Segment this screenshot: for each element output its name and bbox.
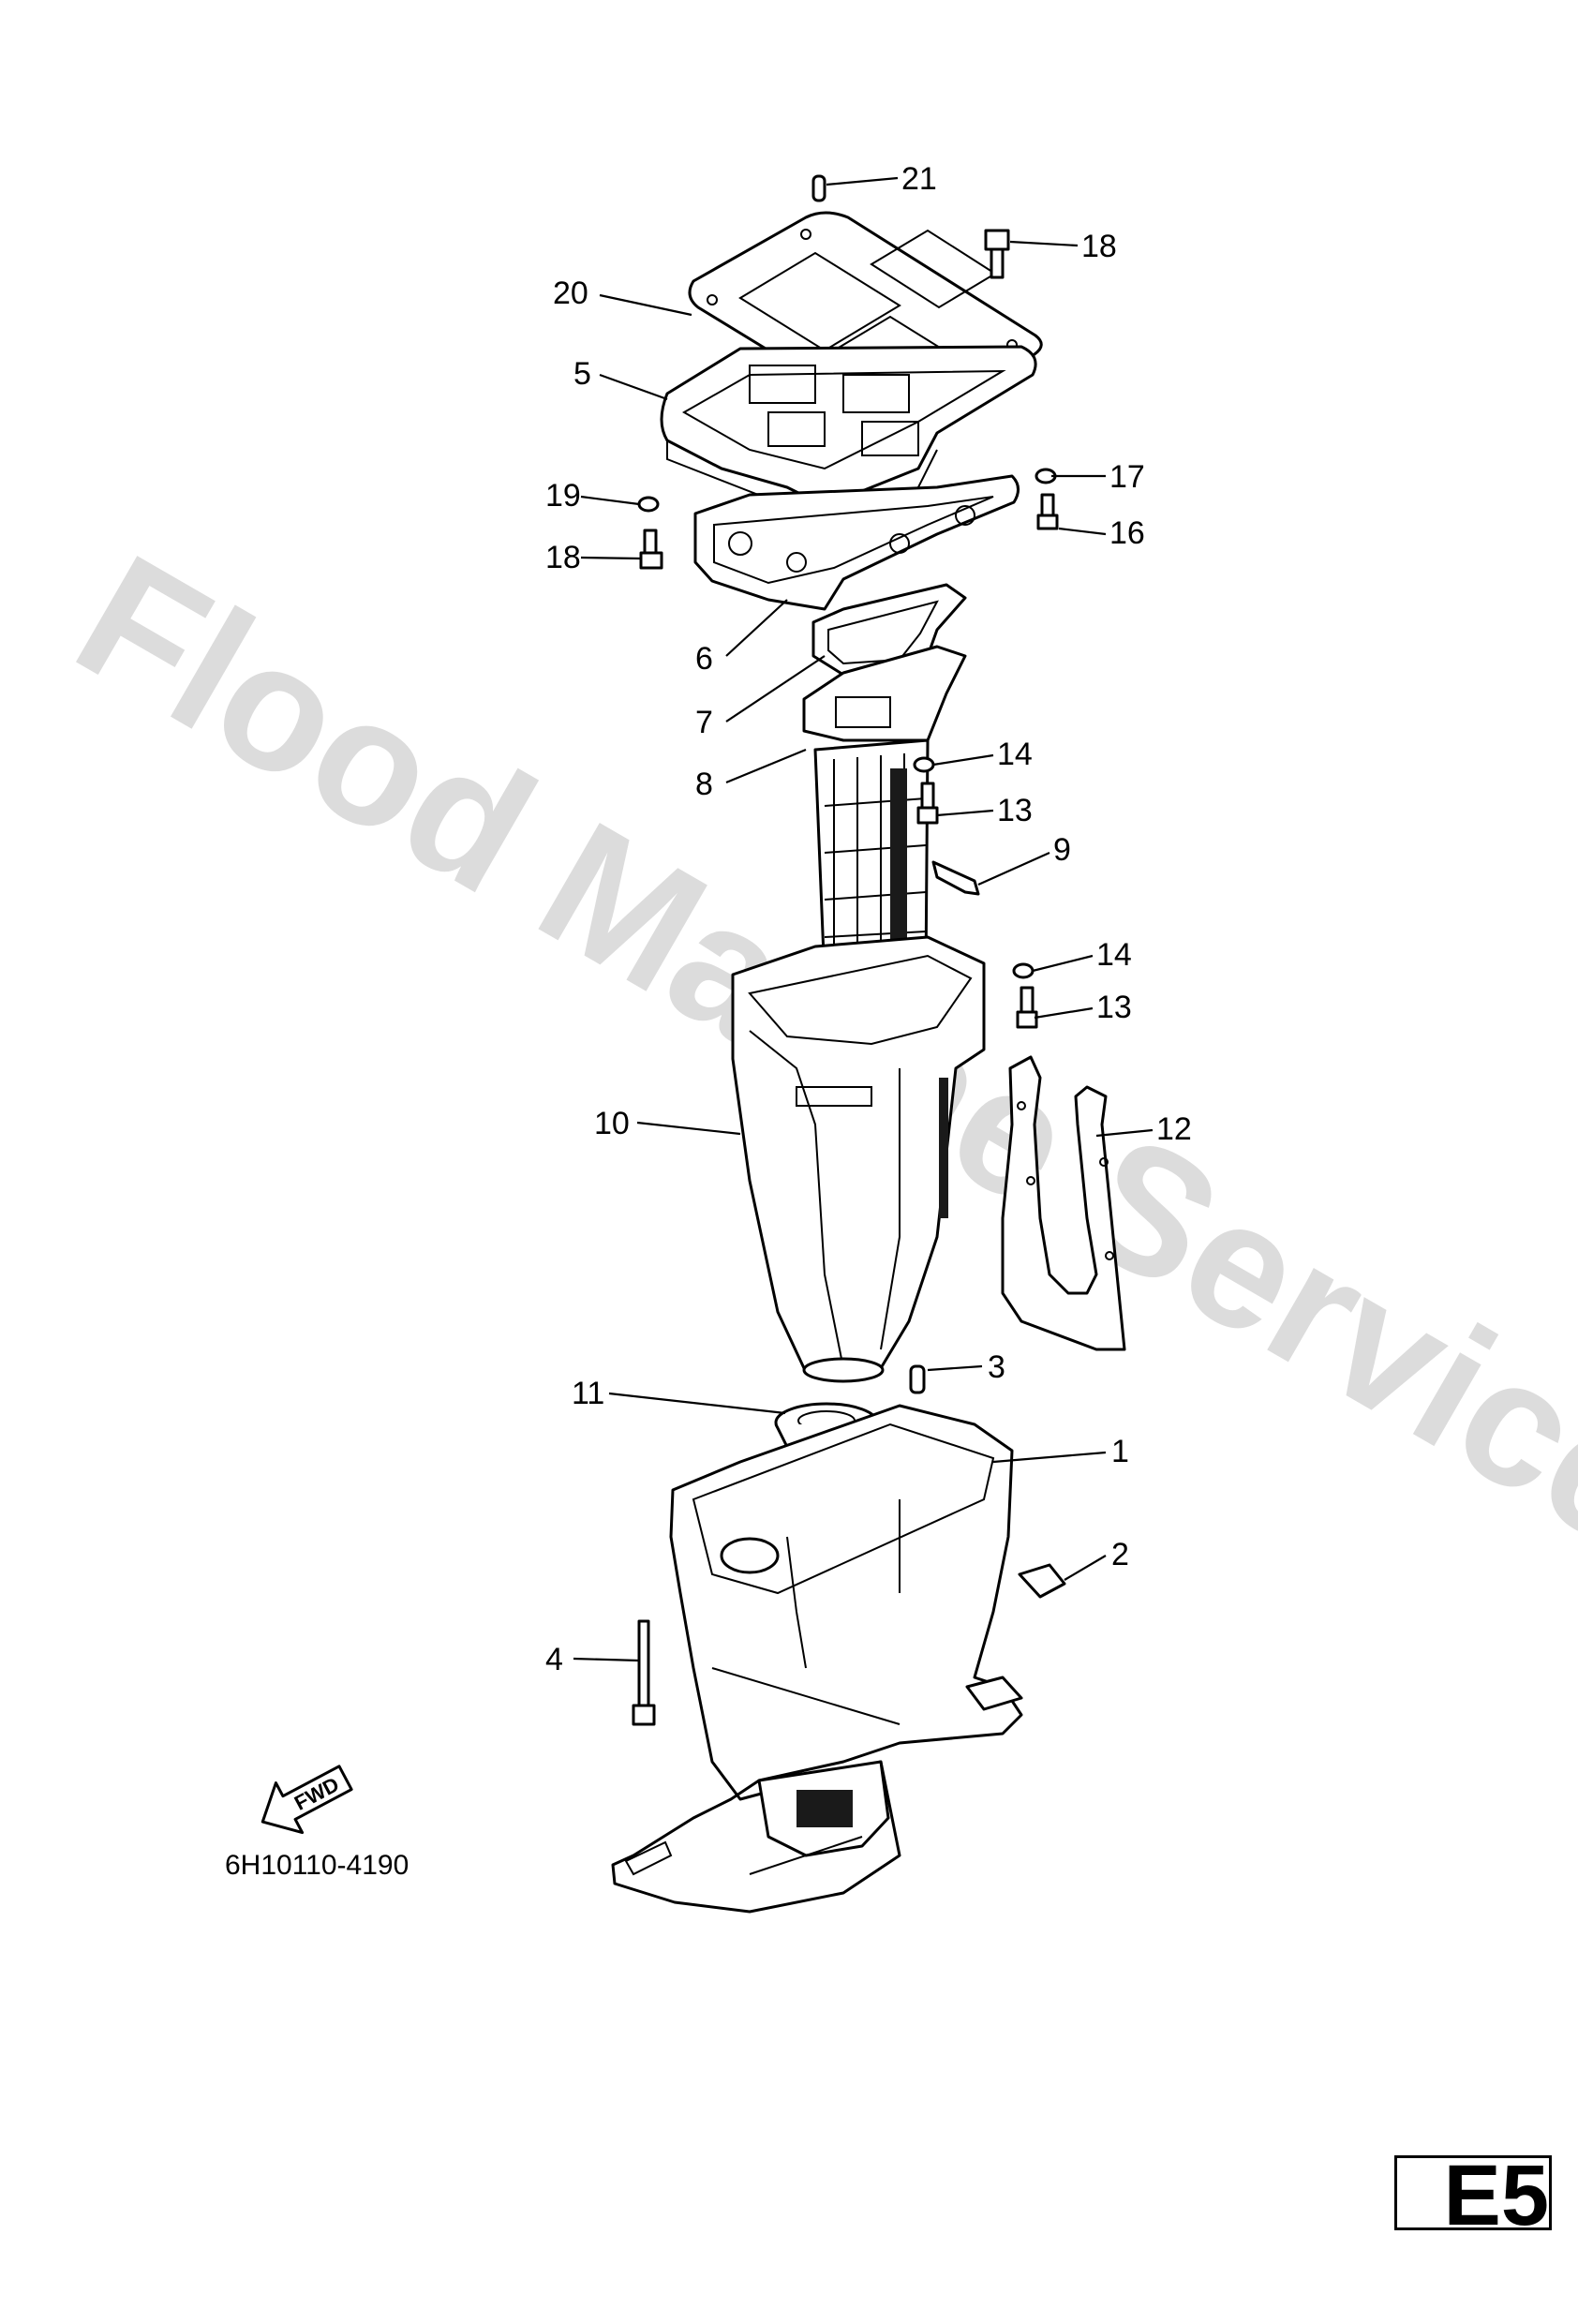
dowel-pin-21 [811, 174, 826, 202]
callout-13-lower: 13 [1096, 990, 1132, 1025]
callout-18: 18 [545, 540, 581, 575]
callout-12: 12 [1156, 1111, 1192, 1147]
hardware-14b [1012, 962, 1035, 979]
diagram-code: 6H10110-4190 [225, 1850, 409, 1881]
long-bolt-4 [632, 1619, 656, 1726]
callout-15: 16 [1109, 515, 1145, 551]
dowel-pin-3 [909, 1364, 926, 1394]
hardware-15 [1036, 493, 1059, 530]
callout-17: 18 [1081, 229, 1117, 264]
callout-20: 20 [553, 276, 588, 311]
callout-1: 1 [1111, 1434, 1129, 1469]
callout-9: 9 [1053, 832, 1071, 868]
exhaust-guide-5 [660, 345, 1037, 527]
hardware-17 [984, 229, 1010, 279]
muffler-10 [731, 935, 986, 1383]
hardware-13b [1016, 986, 1038, 1029]
callout-16: 17 [1109, 459, 1145, 495]
page-tag: E5 [1394, 2153, 1552, 2239]
callout-14-lower: 14 [1096, 937, 1132, 973]
exhaust-manifold-8 [802, 645, 967, 981]
callout-11: 11 [572, 1376, 604, 1411]
callout-19: 19 [545, 478, 581, 514]
hardware-14a [913, 756, 935, 773]
callout-8: 8 [695, 767, 713, 802]
page-tag-text: E5 [1443, 2148, 1549, 2243]
callout-10: 10 [594, 1106, 630, 1141]
callout-2: 2 [1111, 1537, 1129, 1572]
callout-13-upper: 13 [997, 793, 1033, 828]
gasket-6 [693, 474, 1020, 611]
forward-arrow-icon: FWD [261, 1765, 353, 1835]
clip-9 [931, 860, 980, 896]
callout-4: 4 [545, 1642, 563, 1677]
callout-5: 5 [573, 356, 591, 392]
callout-labels: 21 18 20 5 17 16 19 18 6 7 8 14 13 9 14 … [545, 161, 1192, 1677]
gasket-12 [1001, 1055, 1126, 1351]
callout-21: 21 [901, 161, 937, 197]
callout-14-upper: 14 [997, 737, 1033, 772]
hardware-18 [639, 529, 663, 570]
callout-3: 3 [988, 1349, 1005, 1385]
hardware-13a [916, 782, 939, 825]
callout-7: 7 [695, 705, 713, 740]
hardware-19 [637, 496, 660, 513]
cover-2 [1018, 1563, 1066, 1599]
leader-lines [573, 176, 1154, 1662]
callout-6: 6 [695, 641, 713, 677]
upper-casing-1 [611, 1404, 1023, 1914]
